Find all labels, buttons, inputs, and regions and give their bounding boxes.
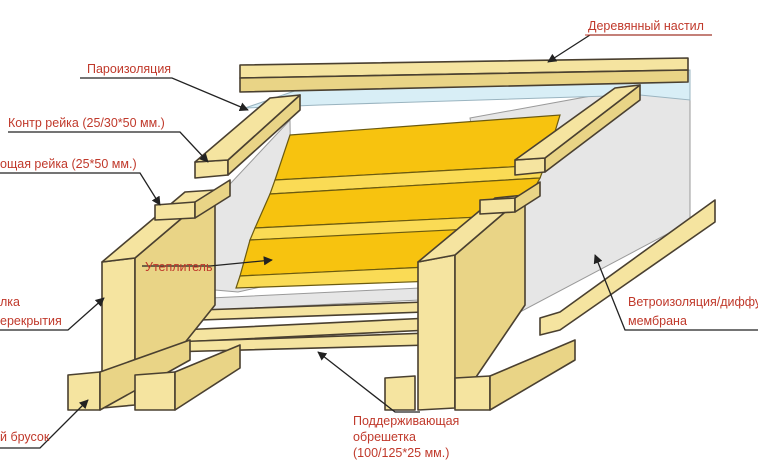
label-beam-line2: ерекрытия xyxy=(0,314,62,328)
label-bar: й брусок xyxy=(0,430,50,444)
wind-leader xyxy=(593,254,758,331)
support-leader xyxy=(317,351,420,413)
label-beam-line1: лка xyxy=(0,295,20,309)
label-vapor-barrier: Пароизоляция xyxy=(87,62,171,76)
right-battens xyxy=(479,84,641,215)
bar-leader xyxy=(0,399,89,449)
bottom-bars xyxy=(67,339,576,411)
vapor-leader xyxy=(80,77,249,112)
label-counter-batten: Контр рейка (25/30*50 мм.) xyxy=(8,116,165,130)
label-support-line1: Поддерживающая xyxy=(353,414,459,428)
wooden-deck-board xyxy=(239,57,689,93)
insulation-leader xyxy=(142,256,273,267)
label-support-line3: (100/125*25 мм.) xyxy=(353,446,449,460)
label-insulation: Утеплитель xyxy=(145,260,212,274)
beam-leader xyxy=(0,297,105,331)
label-support-line2: обрешетка xyxy=(353,430,416,444)
left-battens xyxy=(154,94,301,221)
counter-batten-leader xyxy=(8,131,209,163)
label-wind-line1: Ветроизоляция/диффу xyxy=(628,295,758,309)
insulation-slabs xyxy=(235,114,561,289)
label-wind-line2: мембрана xyxy=(628,314,687,328)
right-rear-beam xyxy=(539,199,716,336)
batten-leader xyxy=(0,172,161,206)
label-deck: Деревянный настил xyxy=(588,19,704,33)
label-batten: ощая рейка (25*50 мм.) xyxy=(0,157,137,171)
